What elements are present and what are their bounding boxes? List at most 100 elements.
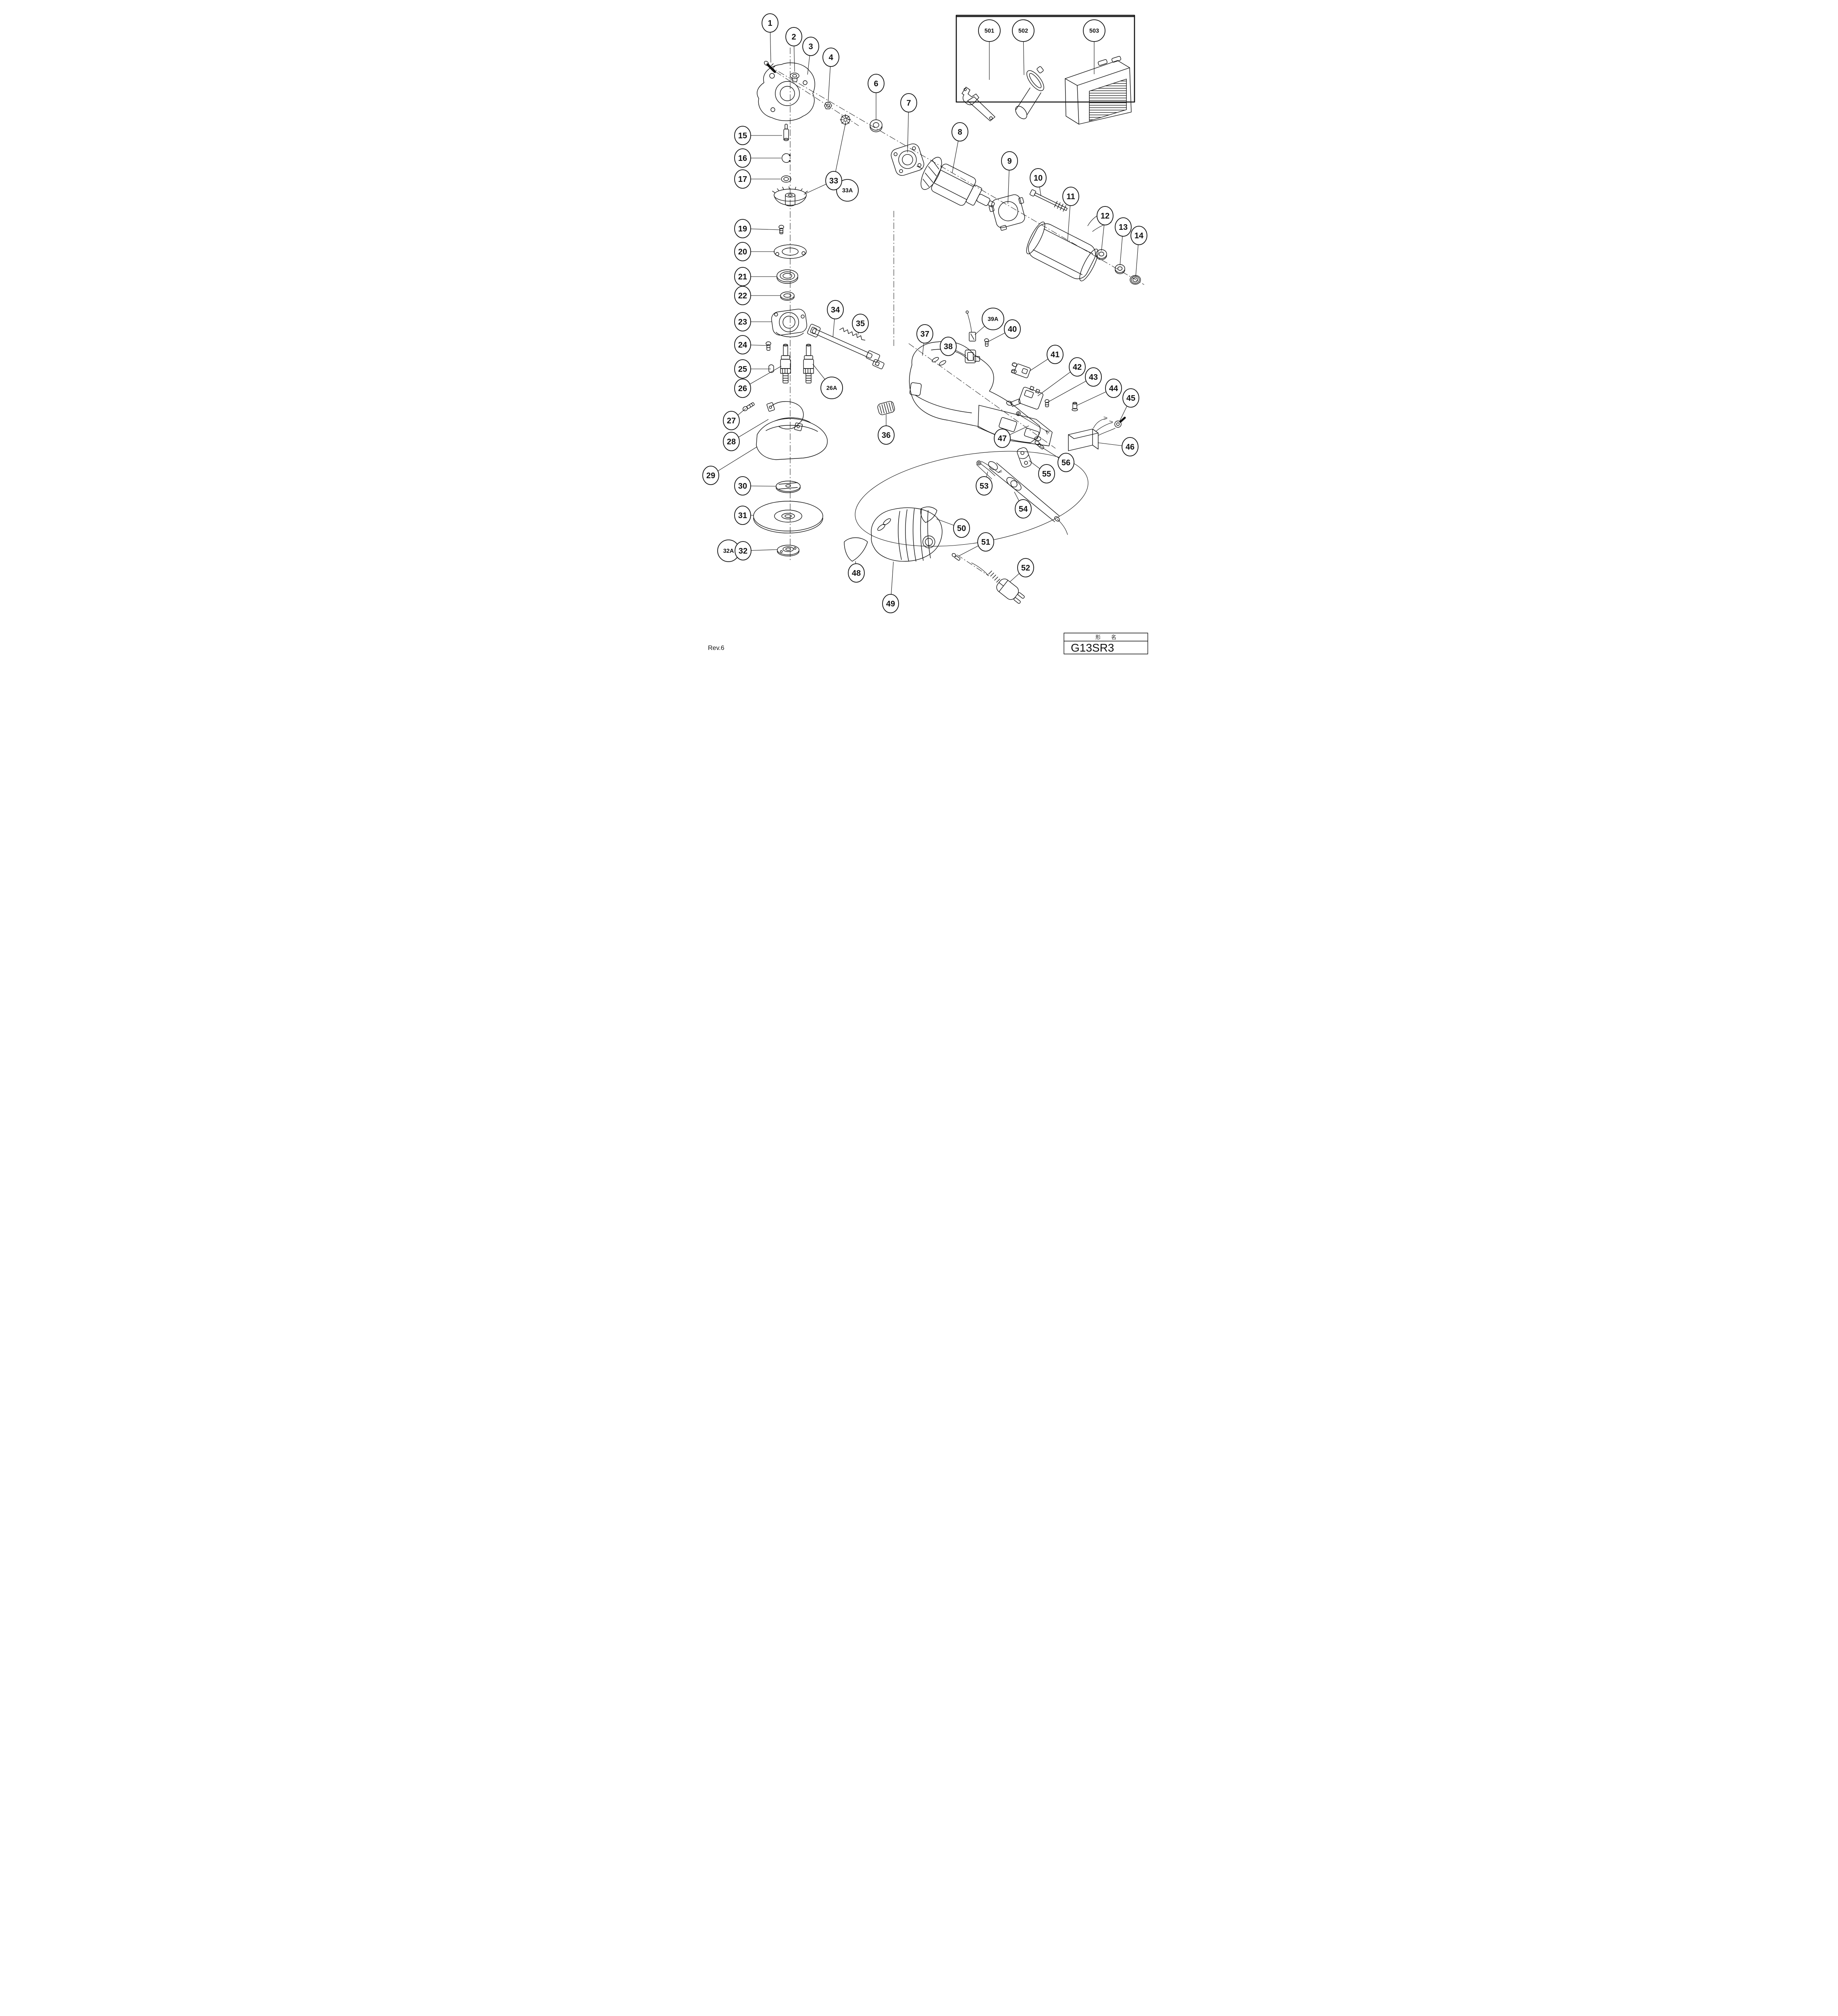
part-connector-41 [1010, 362, 1031, 378]
callout-number-24: 24 [738, 341, 747, 350]
callout-number-46: 46 [1125, 443, 1134, 452]
callout-number-9: 9 [1007, 157, 1012, 166]
callout-circle-20 [734, 242, 751, 261]
callout-circle-6 [867, 74, 885, 93]
part-stud-44 [1071, 402, 1078, 411]
callout-number-17: 17 [738, 175, 747, 184]
callout-1: 1 [761, 13, 778, 63]
callout-number-501: 501 [984, 28, 994, 34]
part-ball-bearing-6 [869, 119, 883, 132]
part-key-25 [768, 364, 774, 373]
callout-26: 26 [734, 366, 781, 398]
callout-circle-9 [1001, 151, 1018, 171]
callout-circle-23 [734, 312, 751, 331]
callout-22: 22 [734, 286, 781, 305]
callout-16: 16 [734, 148, 781, 168]
callout-30: 30 [734, 476, 776, 496]
callout-number-14: 14 [1134, 231, 1143, 240]
callout-23: 23 [734, 312, 772, 331]
callout-49: 49 [882, 561, 899, 613]
callout-number-12: 12 [1100, 212, 1109, 221]
callout-circle-33A [836, 179, 859, 202]
accessory-inset-box [955, 15, 1135, 103]
callout-number-51: 51 [981, 538, 990, 547]
part-pinion-gear [839, 114, 851, 125]
callout-53: 53 [975, 471, 993, 496]
callout-number-36: 36 [881, 431, 890, 440]
callout-circle-41 [1046, 345, 1064, 364]
callout-circle-8 [951, 122, 968, 142]
callout-number-34: 34 [831, 306, 840, 314]
callout-number-44: 44 [1109, 384, 1118, 393]
part-vent-grille-36 [877, 401, 895, 415]
callout-number-31: 31 [738, 511, 747, 520]
callout-37: 37 [916, 324, 933, 356]
callout-circle-38 [939, 337, 957, 356]
callout-circle-26A [820, 377, 843, 399]
callout-number-42: 42 [1072, 363, 1081, 372]
part-carbon-brush-39A [965, 310, 976, 342]
callout-number-35: 35 [856, 319, 864, 328]
callout-2: 2 [785, 27, 802, 72]
part-internal-wire-47 [1016, 411, 1050, 435]
callout-28: 28 [722, 419, 768, 451]
part-brush-holder-38 [964, 350, 980, 363]
callout-48: 48 [847, 561, 865, 583]
callout-circle-29 [702, 466, 719, 485]
leader-line-43 [1047, 377, 1093, 403]
callout-9: 9 [1001, 151, 1018, 204]
part-bolt-10 [1029, 189, 1068, 212]
callout-24: 24 [734, 335, 768, 354]
callout-layer: 12346789101112131415161733A3319202122232… [702, 13, 1147, 613]
callout-circle-27 [722, 411, 740, 430]
part-retaining-ring-16 [781, 153, 791, 163]
callout-circle-4 [822, 48, 839, 67]
callout-number-26: 26 [738, 384, 747, 393]
callout-circle-31 [734, 506, 751, 525]
callout-number-27: 27 [726, 417, 735, 425]
callout-45: 45 [1119, 388, 1139, 422]
callout-33A: 33A [836, 179, 859, 202]
callout-circle-48 [847, 563, 865, 583]
part-rubber-bushing-14 [1129, 275, 1141, 285]
callout-number-33: 33 [829, 177, 838, 185]
part-side-handle-502 [1015, 66, 1044, 119]
part-cord-clip-55 [1016, 447, 1032, 468]
callout-circle-44 [1105, 379, 1122, 398]
callout-circle-22 [734, 286, 751, 305]
callout-circle-33 [825, 171, 842, 190]
callout-47: 47 [993, 425, 1029, 448]
part-lead-wires-53 [976, 460, 1002, 479]
callout-circle-56 [1057, 453, 1074, 472]
callout-circle-10 [1029, 168, 1047, 187]
callout-circle-503 [1082, 19, 1105, 42]
callout-number-32A: 32A [723, 548, 734, 554]
part-slide-bar-34 [807, 324, 885, 369]
callout-circle-42 [1068, 357, 1086, 377]
part-machine-screw-1 [764, 60, 776, 73]
callout-circle-19 [734, 219, 751, 238]
callout-13: 13 [1114, 217, 1132, 266]
callout-number-32: 32 [738, 547, 747, 556]
callout-number-6: 6 [874, 79, 878, 88]
callout-number-53: 53 [979, 482, 988, 491]
callout-number-4: 4 [828, 53, 833, 62]
model-title-block: 形 名 G13SR3 [1063, 633, 1148, 654]
callout-number-13: 13 [1118, 223, 1127, 232]
part-spindle-26 [780, 344, 791, 383]
callout-circle-43 [1084, 367, 1102, 387]
part-caution-plate-50 [920, 506, 937, 523]
callout-number-23: 23 [738, 318, 747, 327]
callout-circle-47 [993, 429, 1011, 448]
part-wheel-washer-30 [775, 481, 801, 493]
callout-number-41: 41 [1050, 350, 1059, 359]
callout-circle-45 [1122, 388, 1139, 408]
callout-43: 43 [1047, 367, 1102, 403]
callout-46: 46 [1097, 437, 1139, 456]
callout-circle-52 [1017, 558, 1034, 577]
callout-number-39A: 39A [987, 316, 998, 323]
part-ring-terminal-45 [1114, 417, 1126, 428]
callout-27: 27 [722, 408, 746, 430]
callout-circle-3 [802, 37, 819, 56]
callout-number-43: 43 [1089, 373, 1097, 382]
